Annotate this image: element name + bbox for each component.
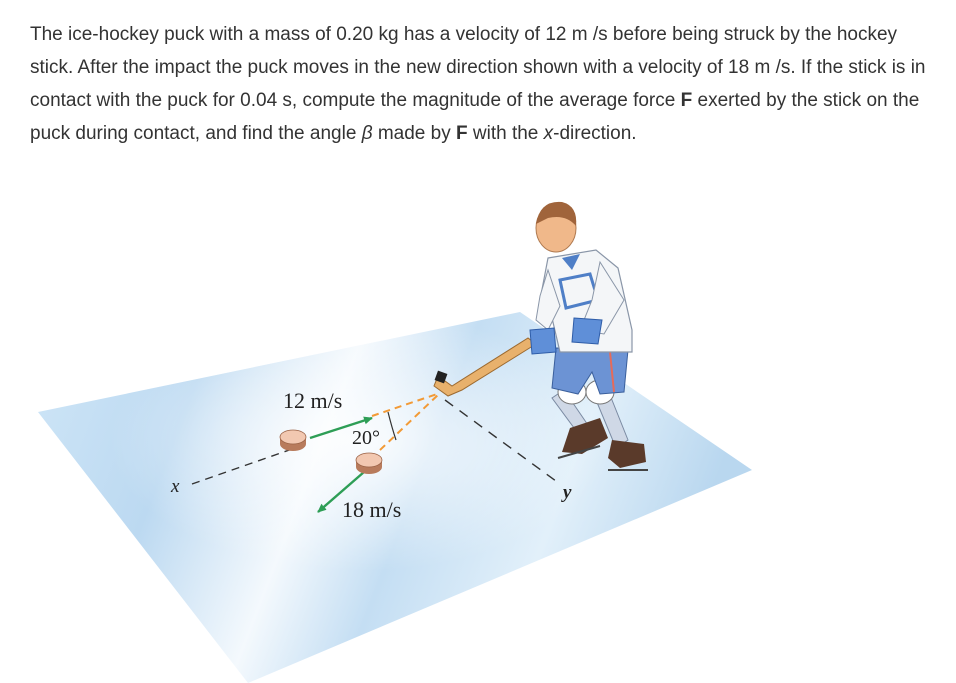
x-axis-line [191, 447, 296, 485]
y-axis-label: y [561, 482, 572, 503]
problem-text-5: -direction. [553, 123, 637, 144]
velocity-after-arrow [317, 471, 365, 513]
problem-text-2: exerted by the stick on the puck during … [30, 90, 920, 144]
direction-line-lower [379, 392, 441, 451]
x-symbol: x [543, 123, 554, 144]
velocity-before-arrow [309, 416, 373, 440]
beta-symbol: β [361, 123, 373, 144]
problem-statement: The ice-hockey puck with a mass of 0.20 … [30, 18, 930, 150]
hockey-stick [433, 337, 537, 397]
force-symbol: F [680, 90, 693, 111]
problem-text-1: The ice-hockey puck with a mass of 0.20 … [30, 24, 926, 111]
velocity-before-label: 12 m/s [283, 388, 342, 413]
puck-after [355, 452, 383, 474]
x-axis-label: x [170, 476, 180, 497]
angle-label: 20° [352, 427, 380, 449]
velocity-after-label: 18 m/s [342, 497, 401, 522]
hockey-player [529, 201, 648, 471]
puck-before [279, 429, 307, 451]
angle-arc [387, 411, 397, 441]
force-symbol-2: F [455, 123, 468, 144]
problem-text-4: with the [467, 123, 544, 144]
y-axis-line [444, 399, 561, 485]
problem-text-3: made by [372, 123, 456, 144]
